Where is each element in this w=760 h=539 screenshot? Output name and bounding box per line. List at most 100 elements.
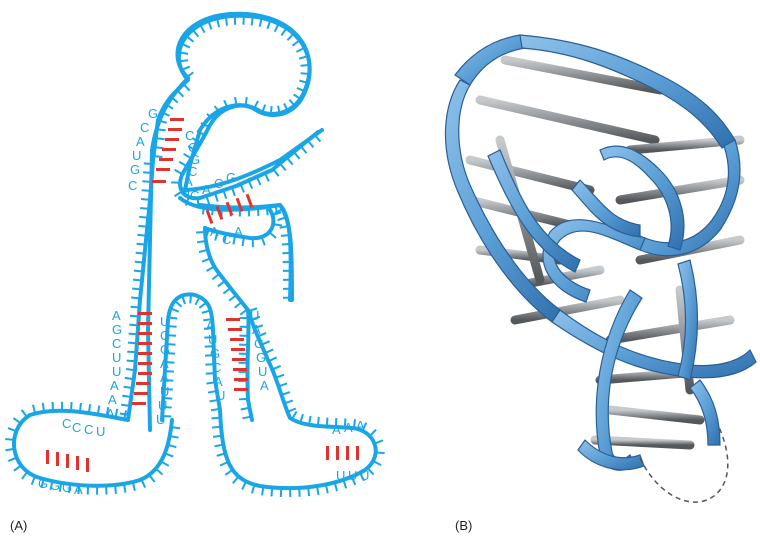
nucleotide-top_stem_5p-0: G bbox=[148, 106, 158, 121]
base-tick bbox=[171, 426, 181, 430]
base-tick bbox=[187, 145, 197, 152]
base-tick bbox=[270, 487, 274, 497]
base-tick bbox=[286, 32, 295, 41]
base-tick bbox=[124, 376, 134, 381]
base-tick bbox=[196, 239, 207, 244]
base-tick bbox=[165, 361, 175, 364]
strand-outline bbox=[12, 13, 378, 491]
base-tick bbox=[127, 341, 137, 345]
base-tick bbox=[137, 233, 147, 237]
base-tick bbox=[239, 308, 248, 316]
base-tick bbox=[7, 456, 18, 462]
base-tick bbox=[167, 325, 177, 328]
base-tick bbox=[350, 476, 357, 486]
panel-b-ribbon-model bbox=[444, 34, 757, 503]
base-tick bbox=[248, 307, 258, 313]
base-tick bbox=[255, 176, 262, 186]
base-tick bbox=[20, 409, 28, 418]
base-tick bbox=[185, 71, 194, 79]
strand-ticks bbox=[5, 15, 385, 498]
base-tick bbox=[333, 482, 339, 492]
base-tick bbox=[374, 439, 384, 445]
base-tick bbox=[206, 265, 215, 272]
base-tick bbox=[308, 415, 312, 425]
nucleotide-top_stem_5p-2: A bbox=[136, 134, 145, 149]
base-tick bbox=[222, 189, 228, 200]
base-tick bbox=[128, 332, 138, 336]
base-tick bbox=[191, 29, 200, 38]
base-tick bbox=[296, 86, 306, 93]
base-tick bbox=[281, 242, 291, 246]
base-tick bbox=[12, 417, 22, 425]
base-tick bbox=[283, 103, 290, 112]
base-tick bbox=[258, 17, 263, 27]
base-tick bbox=[120, 403, 131, 407]
base-tick bbox=[164, 379, 174, 382]
nucleotide-left_stem_5p-5: A bbox=[110, 378, 119, 393]
base-tick bbox=[228, 294, 237, 302]
base-tick bbox=[222, 287, 232, 295]
base-tick bbox=[131, 481, 136, 491]
base-tick bbox=[189, 294, 193, 304]
base-tick bbox=[7, 427, 17, 433]
base-tick bbox=[306, 139, 315, 149]
base-tick bbox=[242, 415, 252, 420]
base-tick bbox=[203, 318, 213, 322]
base-tick bbox=[261, 104, 267, 114]
nucleotide-left_stem_5p-7: A bbox=[106, 406, 115, 421]
base-tick bbox=[261, 340, 271, 346]
nucleotide-left_stem_3p-3: A bbox=[160, 356, 169, 371]
base-tick bbox=[160, 111, 170, 117]
base-tick bbox=[164, 452, 174, 458]
base-tick bbox=[219, 460, 229, 467]
base-tick bbox=[234, 96, 238, 107]
base-tick bbox=[232, 235, 236, 245]
base-tick bbox=[272, 211, 282, 217]
base-tick bbox=[165, 352, 176, 355]
base-tick bbox=[216, 18, 221, 28]
panel-a-label: (A) bbox=[10, 518, 28, 533]
base-tick bbox=[170, 307, 180, 313]
nucleotide-right_foot_top-2: A bbox=[356, 418, 365, 433]
base-tick bbox=[70, 402, 73, 412]
nucleotide-left_foot_bottom-1: G bbox=[50, 478, 60, 493]
base-tick bbox=[299, 413, 304, 424]
nucleotide-top_stem_5p-4: G bbox=[130, 162, 140, 177]
base-tick bbox=[201, 205, 205, 215]
base-tick bbox=[217, 280, 226, 288]
base-tick bbox=[142, 180, 152, 183]
nucleotide-left_stem_5p-1: G bbox=[112, 322, 122, 337]
base-tick bbox=[280, 233, 291, 238]
base-tick bbox=[224, 16, 229, 26]
base-tick bbox=[352, 419, 356, 429]
base-tick bbox=[213, 192, 219, 202]
nucleotide-top_stem_3p-4: A bbox=[184, 174, 193, 189]
base-tick bbox=[287, 407, 297, 413]
nucleotide-top_stem_5p-1: C bbox=[140, 120, 149, 135]
base-tick bbox=[295, 46, 305, 53]
base-tick bbox=[196, 198, 200, 208]
base-tick bbox=[300, 64, 310, 67]
nucleotide-left_foot_top-3: U bbox=[96, 424, 105, 439]
base-tick bbox=[163, 388, 173, 391]
nucleotide-right_stem_5p-5: U bbox=[216, 388, 225, 403]
nucleotide-right_stem_5p-1: U bbox=[208, 332, 217, 347]
base-tick bbox=[210, 407, 220, 412]
base-tick bbox=[214, 443, 224, 448]
nucleotide-right_stem_5p-3: C bbox=[212, 360, 221, 375]
base-tick bbox=[277, 105, 281, 115]
base-tick bbox=[280, 27, 288, 37]
nucleotide-left_foot_top-0: C bbox=[62, 416, 71, 431]
base-tick bbox=[247, 180, 254, 190]
base-tick bbox=[162, 415, 172, 418]
base-tick bbox=[123, 385, 133, 390]
base-tick bbox=[87, 403, 92, 414]
base-tick bbox=[96, 405, 101, 415]
base-tick bbox=[291, 410, 298, 420]
base-tick bbox=[169, 435, 179, 439]
nucleotide-left_foot_bottom-3: A bbox=[74, 482, 83, 497]
rna-backbone-strand bbox=[145, 11, 324, 432]
